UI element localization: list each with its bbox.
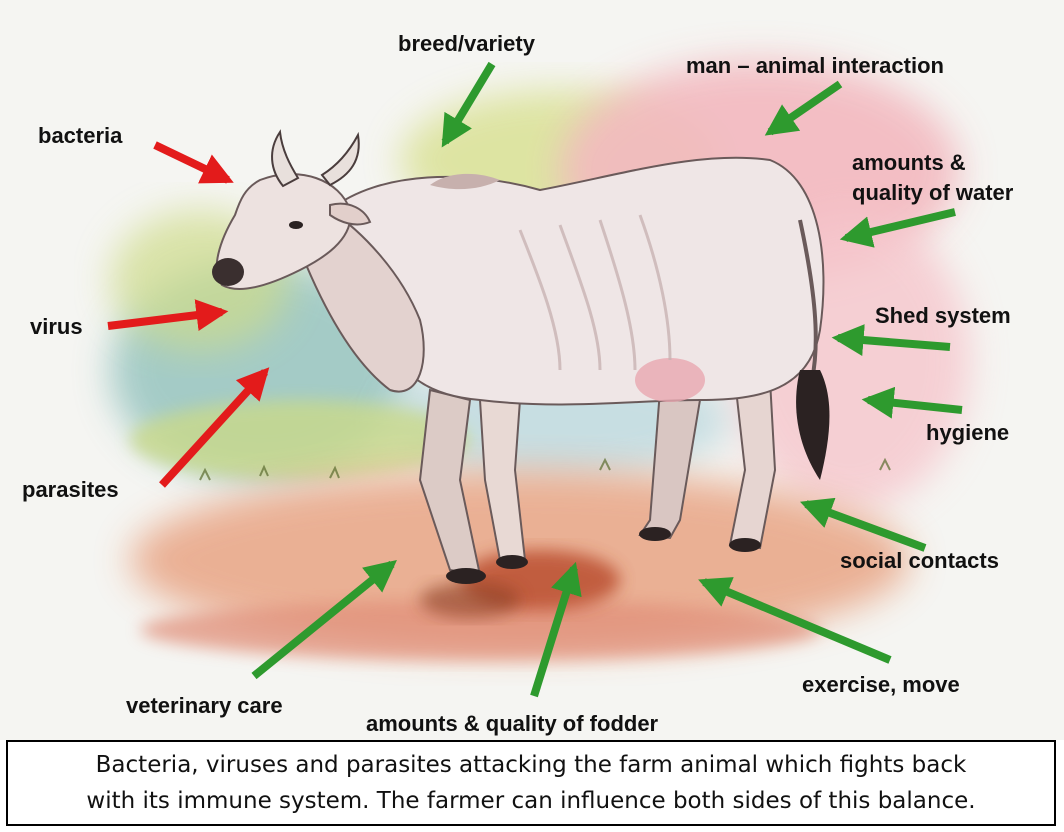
caption-line-1: Bacteria, viruses and parasites attackin… <box>96 747 967 783</box>
label-virus: virus <box>30 314 83 339</box>
label-shed: Shed system <box>875 303 1011 328</box>
caption-line-2: with its immune system. The farmer can i… <box>86 783 975 819</box>
label-hygiene: hygiene <box>926 420 1009 445</box>
label-water-line2: quality of water <box>852 180 1014 205</box>
caption-box: Bacteria, viruses and parasites attackin… <box>6 740 1056 826</box>
cow-diagram: bacteria virus parasites breed/variety m… <box>0 0 1064 740</box>
label-breed: breed/variety <box>398 31 536 56</box>
label-bacteria: bacteria <box>38 123 123 148</box>
label-water-line1: amounts & <box>852 150 966 175</box>
label-vet: veterinary care <box>126 693 283 718</box>
label-man-animal: man – animal interaction <box>686 53 944 78</box>
label-fodder: amounts & quality of fodder <box>366 711 659 736</box>
label-parasites: parasites <box>22 477 119 502</box>
label-social: social contacts <box>840 548 999 573</box>
label-exercise: exercise, move <box>802 672 960 697</box>
